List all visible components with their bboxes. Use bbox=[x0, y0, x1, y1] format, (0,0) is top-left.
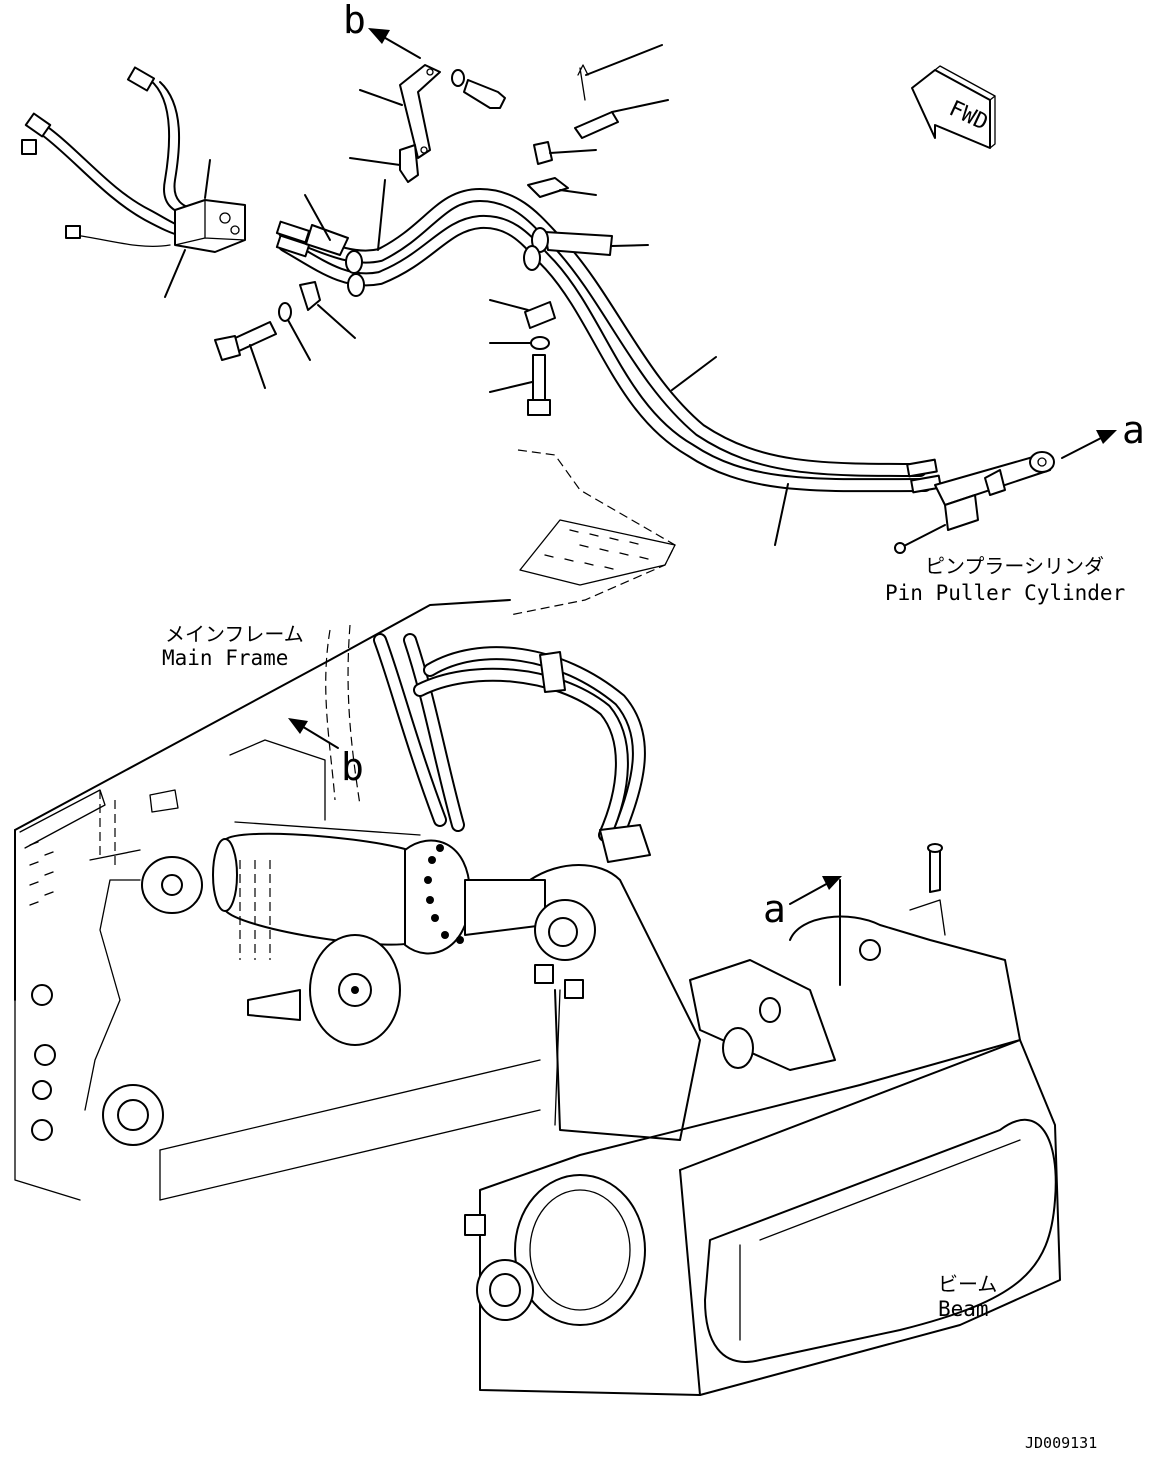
pin-puller-cylinder bbox=[894, 451, 1055, 554]
arrow-b-top bbox=[368, 28, 421, 59]
arrow-a-beam bbox=[789, 876, 842, 905]
callout-a-right: a bbox=[1122, 408, 1145, 452]
machine-frame bbox=[14, 449, 1061, 1396]
platform-holes bbox=[544, 529, 649, 570]
main-frame-label-en: Main Frame bbox=[162, 646, 288, 670]
cylinder-bolts bbox=[424, 844, 464, 944]
clamp-parts bbox=[214, 44, 789, 546]
pin-puller-label-jp: ピンプラーシリンダ bbox=[925, 554, 1104, 578]
drawing-id: JD009131 bbox=[1025, 1434, 1097, 1452]
hose-assembly-exploded bbox=[21, 44, 1055, 554]
hydraulic-hoses bbox=[275, 188, 942, 494]
callout-b-frame: b bbox=[341, 745, 364, 789]
callout-a-beam: a bbox=[763, 887, 786, 931]
main-frame-label-jp: メインフレーム bbox=[165, 622, 304, 646]
bracket bbox=[359, 64, 506, 159]
main-cylinder bbox=[212, 821, 546, 955]
beam-label-jp: ビーム bbox=[938, 1272, 997, 1296]
pin-puller-label-en: Pin Puller Cylinder bbox=[885, 581, 1125, 605]
fwd-direction-icon bbox=[911, 65, 996, 149]
callout-b-top: b bbox=[343, 0, 366, 42]
arrow-b-frame bbox=[288, 718, 339, 749]
valve-block bbox=[164, 159, 246, 298]
arrow-a-right bbox=[1061, 430, 1117, 459]
beam-label-en: Beam bbox=[938, 1297, 989, 1321]
